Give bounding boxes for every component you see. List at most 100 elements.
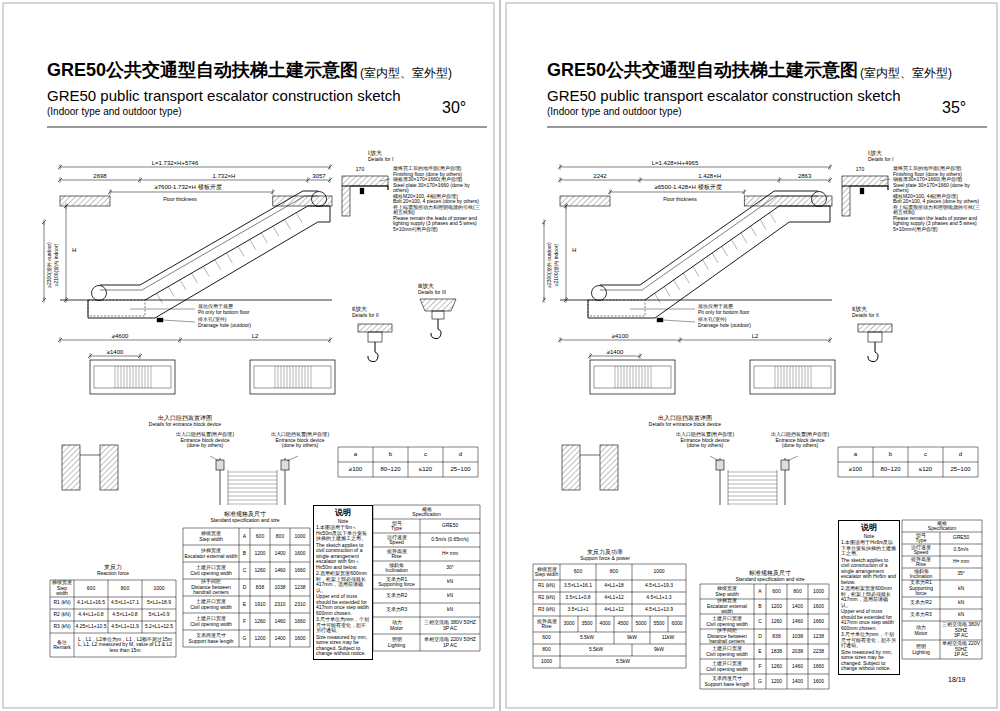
step-line	[136, 366, 137, 388]
note-text: 5×10mm²(用户自理)	[893, 227, 981, 233]
drawing-line	[580, 455, 600, 456]
dimension-tick	[638, 354, 642, 358]
escalator-truss	[588, 206, 830, 300]
detail-beam	[358, 324, 392, 332]
note-box: 说明Note1.本图适用于6m＜H≤50m及以下单台安装扶梯的土建施工之用。Th…	[313, 505, 373, 660]
lifting-hook	[868, 342, 878, 362]
table-rule	[183, 613, 310, 614]
table-rule	[338, 462, 339, 477]
table-title: Standard specification and size	[210, 518, 279, 524]
step-line	[787, 366, 788, 388]
dimension-text: 1.732×H	[212, 173, 235, 180]
note-text: 3.尺寸单位为mm，个别尺寸可能有变化，恕不另行通知。	[316, 617, 370, 634]
page-subtitle: GRE50 public transport escalator constru…	[47, 88, 401, 105]
wall-section	[62, 445, 80, 490]
dimension-tick	[640, 353, 641, 359]
annotation-text: 排水孔(室外)	[198, 317, 226, 323]
dimension-tick	[44, 297, 45, 303]
table-rule	[338, 477, 478, 478]
table-rule	[614, 616, 615, 632]
table-rule	[829, 629, 830, 644]
table-rule	[250, 562, 251, 579]
table-cell-text: 11kW	[651, 635, 685, 641]
table-cell-text: 800	[271, 534, 289, 540]
table-cell-text: 1000	[534, 659, 559, 665]
dimension-tick	[328, 178, 332, 182]
step-line	[778, 366, 779, 388]
dimension-text: 170	[856, 167, 864, 173]
table-cell-text: kN	[421, 593, 479, 599]
table-rule	[533, 580, 534, 592]
table-rule	[533, 644, 686, 645]
annotation-text: Pit only for bottom floor	[698, 310, 749, 316]
table-rule	[239, 562, 240, 579]
step-line	[287, 366, 288, 388]
table-cell-text: 2310	[271, 602, 289, 608]
table-cell-text: Step width	[184, 537, 238, 543]
leader-line	[210, 456, 219, 461]
dimension-line	[60, 340, 330, 341]
step-line	[151, 366, 152, 388]
step-line	[615, 366, 616, 388]
table-cell-text: 1600	[809, 604, 828, 610]
table-cell-text: 1260	[251, 568, 269, 574]
table-cell-text: 600	[767, 589, 786, 595]
table-rule	[838, 447, 839, 462]
dimension-tick	[110, 189, 111, 195]
table-cell-text: 0.5m/s (0.65m/s)	[421, 537, 479, 543]
table-rule	[533, 632, 534, 644]
dimension-tick	[66, 297, 67, 303]
dimension-tick	[328, 338, 332, 342]
note-text: 在上端需预留动力和照明电源的引线(三相五线制)	[893, 205, 981, 216]
table-cell-text: Speed	[374, 540, 419, 546]
steel-plate	[350, 186, 388, 190]
table-cell-text: R2 (kN)	[51, 612, 73, 618]
truss-web	[192, 273, 198, 283]
page-frame	[506, 3, 997, 708]
table-cell-text: 1238	[291, 585, 309, 591]
table-rule	[533, 580, 686, 581]
table-rule	[183, 562, 184, 579]
table-rule	[142, 621, 143, 633]
table-cell-text: Inclination	[374, 568, 419, 574]
table-cell-text: H= mm	[941, 559, 981, 565]
table-rule	[533, 564, 686, 565]
step-line	[275, 366, 276, 388]
handrail	[100, 191, 318, 285]
table-cell-text: 600	[75, 586, 107, 592]
table-cell-text: 4×L1+18	[597, 583, 631, 589]
table-rule	[873, 462, 874, 477]
table-cell-text: 1660	[809, 664, 828, 670]
table-rule	[754, 614, 755, 629]
step-line	[299, 366, 300, 388]
annotation-text: Floor thickness	[163, 197, 197, 203]
dimension-tick	[588, 354, 592, 358]
table-rule	[420, 561, 421, 575]
table-rule	[902, 609, 982, 610]
note-text: Upper end of truss should be extended fo…	[841, 609, 897, 631]
table-cell-text: Rise	[534, 624, 559, 630]
dimension-tick	[330, 337, 331, 343]
table-rule	[270, 528, 271, 545]
table-rule	[50, 580, 51, 597]
step-line	[124, 366, 125, 388]
table-rule	[480, 533, 481, 547]
table-cell-text: 4.4×L1+0.8	[75, 612, 107, 618]
table-rule	[686, 616, 687, 632]
lower-floor-line	[60, 300, 88, 301]
table-rule	[787, 584, 788, 599]
step-line	[290, 366, 291, 388]
table-cell-text: 5.5kW	[561, 659, 685, 665]
handrail-newel	[92, 286, 107, 301]
step-line	[133, 366, 134, 388]
table-rule	[940, 597, 941, 609]
step-line	[796, 366, 797, 388]
table-rule	[420, 519, 421, 533]
dimension-tick	[560, 177, 561, 183]
table-rule	[183, 613, 184, 630]
step-line	[228, 472, 277, 473]
truss-web	[168, 287, 174, 297]
table-rule	[420, 634, 421, 651]
angle-text: 35°	[942, 99, 966, 117]
block-device	[716, 460, 724, 470]
